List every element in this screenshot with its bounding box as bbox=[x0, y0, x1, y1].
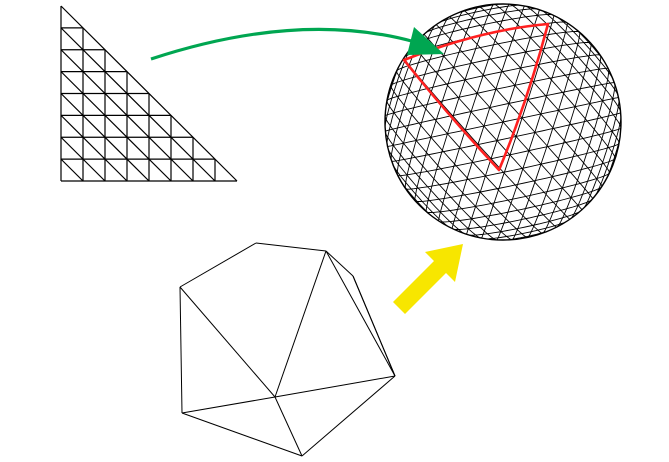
icosahedron bbox=[179, 242, 396, 457]
polyhedron-edge bbox=[274, 375, 396, 398]
highlighted-spherical-triangle bbox=[402, 22, 550, 172]
polyhedron-edge bbox=[274, 250, 327, 398]
sphere-mesh-line bbox=[493, 4, 620, 144]
mapping-arrow bbox=[150, 27, 444, 61]
sphere-mesh-line bbox=[385, 82, 615, 132]
sphere-mesh-line bbox=[404, 10, 464, 190]
polyhedron-edge bbox=[181, 396, 276, 414]
polyhedron-edge bbox=[179, 286, 183, 414]
sphere-mesh-line bbox=[386, 100, 513, 240]
sphere-mesh-line bbox=[496, 226, 558, 240]
grid-line bbox=[60, 136, 106, 182]
polyhedron-edge bbox=[325, 250, 396, 377]
polyhedron-edge bbox=[274, 396, 303, 457]
sphere-mesh-line bbox=[390, 24, 437, 162]
sphere-mesh-line bbox=[496, 22, 568, 240]
geodesic-sphere bbox=[384, 3, 622, 241]
sphere-mesh-line bbox=[438, 4, 510, 222]
sphere-mesh-line bbox=[481, 219, 571, 240]
sphere-mesh-line bbox=[592, 112, 621, 200]
sphere-mesh-line bbox=[396, 71, 543, 234]
polyhedron-edge bbox=[352, 275, 396, 377]
sphere-mesh-line bbox=[396, 16, 450, 176]
sphere-mesh-line bbox=[553, 14, 615, 83]
sphere-mesh-line bbox=[425, 4, 494, 212]
sphere-mesh-line bbox=[423, 8, 540, 35]
sphere-mesh-line bbox=[391, 161, 453, 230]
sphere-mesh-line bbox=[581, 97, 620, 211]
polyhedron-edge bbox=[181, 412, 303, 457]
sphere-mesh-line bbox=[386, 146, 467, 235]
grid-line bbox=[60, 27, 216, 182]
sphere-mesh-line bbox=[601, 127, 621, 187]
grid-line bbox=[60, 93, 150, 182]
sphere-mesh-line bbox=[448, 4, 510, 18]
sphere-mesh-line bbox=[539, 9, 620, 98]
sphere-mesh-line bbox=[451, 5, 525, 229]
sphere-mesh-line bbox=[556, 68, 610, 228]
sphere-mesh-line bbox=[414, 6, 479, 202]
sphere-mesh-line bbox=[527, 42, 592, 238]
sphere-mesh-line bbox=[512, 32, 581, 240]
grid-line bbox=[60, 158, 84, 182]
subdivided-triangle bbox=[60, 5, 238, 182]
polyhedron-edge bbox=[301, 375, 396, 457]
sphere-mesh-line bbox=[385, 131, 482, 239]
sphere-mesh-line bbox=[426, 172, 610, 213]
sphere-mesh-line bbox=[385, 57, 405, 117]
sphere-mesh-line bbox=[542, 54, 602, 234]
sphere-mesh-line bbox=[524, 5, 621, 113]
sphere-mesh-line bbox=[451, 198, 594, 230]
sphere-mesh-line bbox=[405, 143, 620, 190]
sphere-mesh-line bbox=[481, 15, 555, 239]
polyhedron-edge bbox=[325, 250, 354, 277]
sphere-mesh-line bbox=[436, 24, 594, 199]
sphere-mesh-line bbox=[569, 82, 616, 220]
grid-line bbox=[60, 71, 172, 182]
polyhedron-edge bbox=[179, 286, 276, 398]
polyhedron-edge bbox=[179, 242, 257, 288]
sphere-mesh-line bbox=[412, 45, 570, 220]
sphere-mesh-line bbox=[386, 54, 601, 101]
refinement-arrow bbox=[393, 244, 463, 314]
sphere-mesh-line bbox=[391, 112, 621, 162]
grid-line bbox=[60, 114, 128, 182]
grid-line bbox=[60, 49, 194, 182]
sphere-mesh-line bbox=[435, 4, 525, 25]
polyhedron-edge bbox=[255, 242, 327, 252]
sphere-mesh-line bbox=[466, 209, 583, 236]
sphere-mesh-line bbox=[463, 10, 610, 173]
